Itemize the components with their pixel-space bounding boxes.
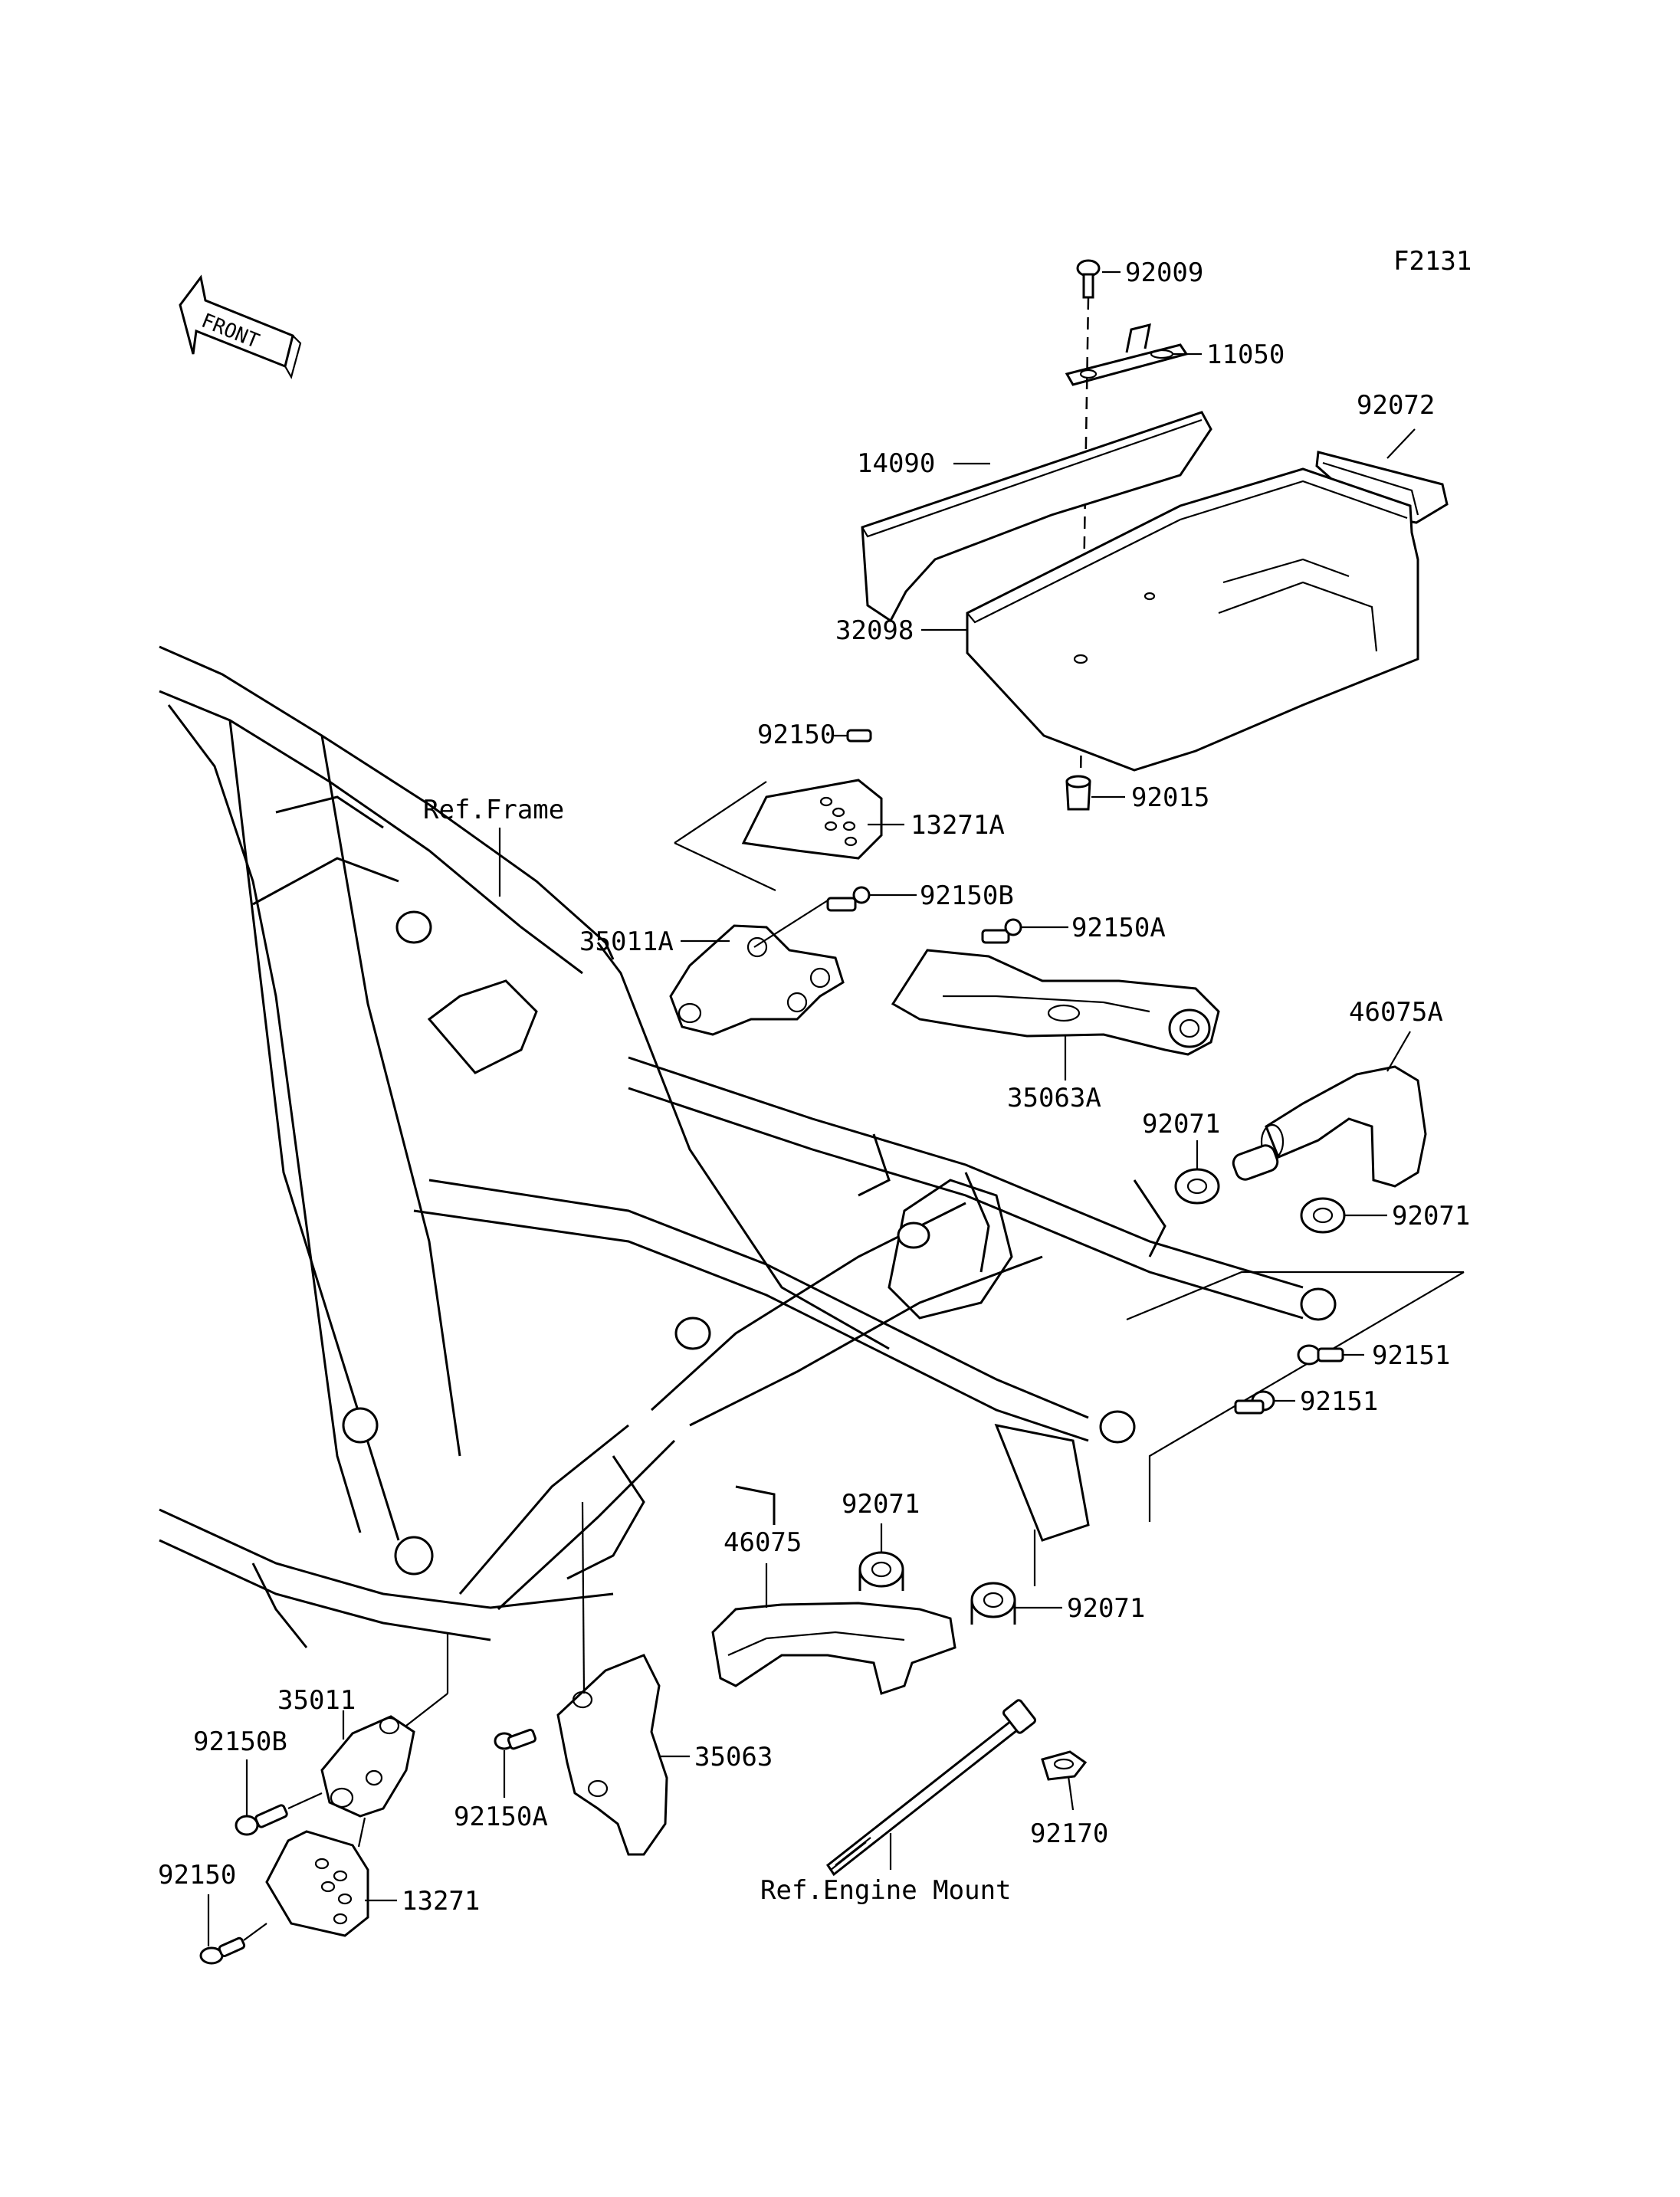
damper-92071-b-icon (1300, 1197, 1346, 1234)
callout-92150B-lower: 92150B (193, 1726, 287, 1757)
bracket-11050-icon (1065, 323, 1189, 386)
figure-code: F2131 (1393, 246, 1472, 277)
callout-92170: 92170 (1030, 1818, 1108, 1849)
damper-92071-c-icon (858, 1551, 904, 1591)
bolt-92150A-upper-icon (981, 918, 1022, 944)
callout-14090: 14090 (857, 448, 935, 479)
ref-engine-mount-label: Ref.Engine Mount (760, 1875, 1012, 1906)
callout-92009: 92009 (1125, 257, 1203, 288)
callout-92015: 92015 (1131, 782, 1209, 813)
bracket-35011A-icon (669, 924, 845, 1036)
callout-11050: 11050 (1206, 339, 1285, 370)
callout-92150B-upper: 92150B (920, 880, 1014, 911)
bracket-35063-icon (556, 1654, 668, 1856)
grommet-92015-icon (1065, 775, 1091, 811)
bracket-13271A-icon (741, 779, 883, 860)
callout-35011A: 35011A (579, 926, 674, 957)
callout-92071-c: 92071 (842, 1489, 920, 1520)
callout-92071-d: 92071 (1067, 1593, 1145, 1624)
bracket-35011-icon (320, 1715, 415, 1818)
reference-lines-right (1126, 1271, 1465, 1522)
callout-35011: 35011 (277, 1685, 356, 1716)
clamp-92072-icon (1315, 451, 1449, 524)
callout-46075A: 46075A (1349, 997, 1443, 1028)
damper-92071-a-icon (1174, 1168, 1220, 1205)
front-arrow-icon: FRONT (179, 274, 302, 379)
bolt-92150B-lower-icon (235, 1804, 288, 1836)
callout-32098: 32098 (835, 615, 914, 646)
callout-13271: 13271 (402, 1886, 480, 1917)
callout-92151-a: 92151 (1372, 1340, 1450, 1371)
ref-frame-label: Ref.Frame (423, 795, 564, 825)
mount-46075A-icon (1260, 1065, 1427, 1188)
bolt-92150A-lower-icon (494, 1728, 537, 1750)
clip-92170-icon (1041, 1750, 1088, 1781)
bolt-92151-a-icon (1297, 1344, 1344, 1366)
pin-46075A-icon (1232, 1144, 1279, 1181)
callout-92150-lower: 92150 (158, 1860, 236, 1890)
callout-92071-a: 92071 (1142, 1109, 1220, 1139)
callout-13271A: 13271A (911, 810, 1005, 841)
bolt-92009-icon (1076, 259, 1101, 299)
callout-92072: 92072 (1357, 390, 1435, 421)
damper-92071-d-icon (970, 1582, 1016, 1625)
frame-outline (159, 645, 1337, 1648)
cover-32098-icon (966, 467, 1419, 772)
engine-mount-bolt-icon (825, 1699, 1036, 1877)
bracket-35063A-icon (891, 949, 1220, 1056)
callout-35063: 35063 (694, 1742, 773, 1772)
bolt-92150-upper-icon (846, 729, 872, 743)
bracket-13271-icon (265, 1830, 369, 1937)
bolt-92150-lower-icon (199, 1936, 246, 1965)
cover-14090-icon (861, 411, 1212, 623)
callout-92150A-lower: 92150A (454, 1802, 548, 1832)
callout-46075: 46075 (724, 1527, 802, 1558)
callout-92151-b: 92151 (1300, 1386, 1378, 1417)
callout-92150-upper: 92150 (757, 720, 835, 750)
callout-35063A: 35063A (1007, 1083, 1101, 1113)
callout-92071-b: 92071 (1392, 1201, 1470, 1231)
mount-46075-icon (711, 1602, 956, 1695)
bolt-92150B-upper-icon (826, 886, 871, 912)
callout-92150A-upper: 92150A (1071, 913, 1166, 943)
bolt-92151-b-icon (1234, 1390, 1275, 1415)
